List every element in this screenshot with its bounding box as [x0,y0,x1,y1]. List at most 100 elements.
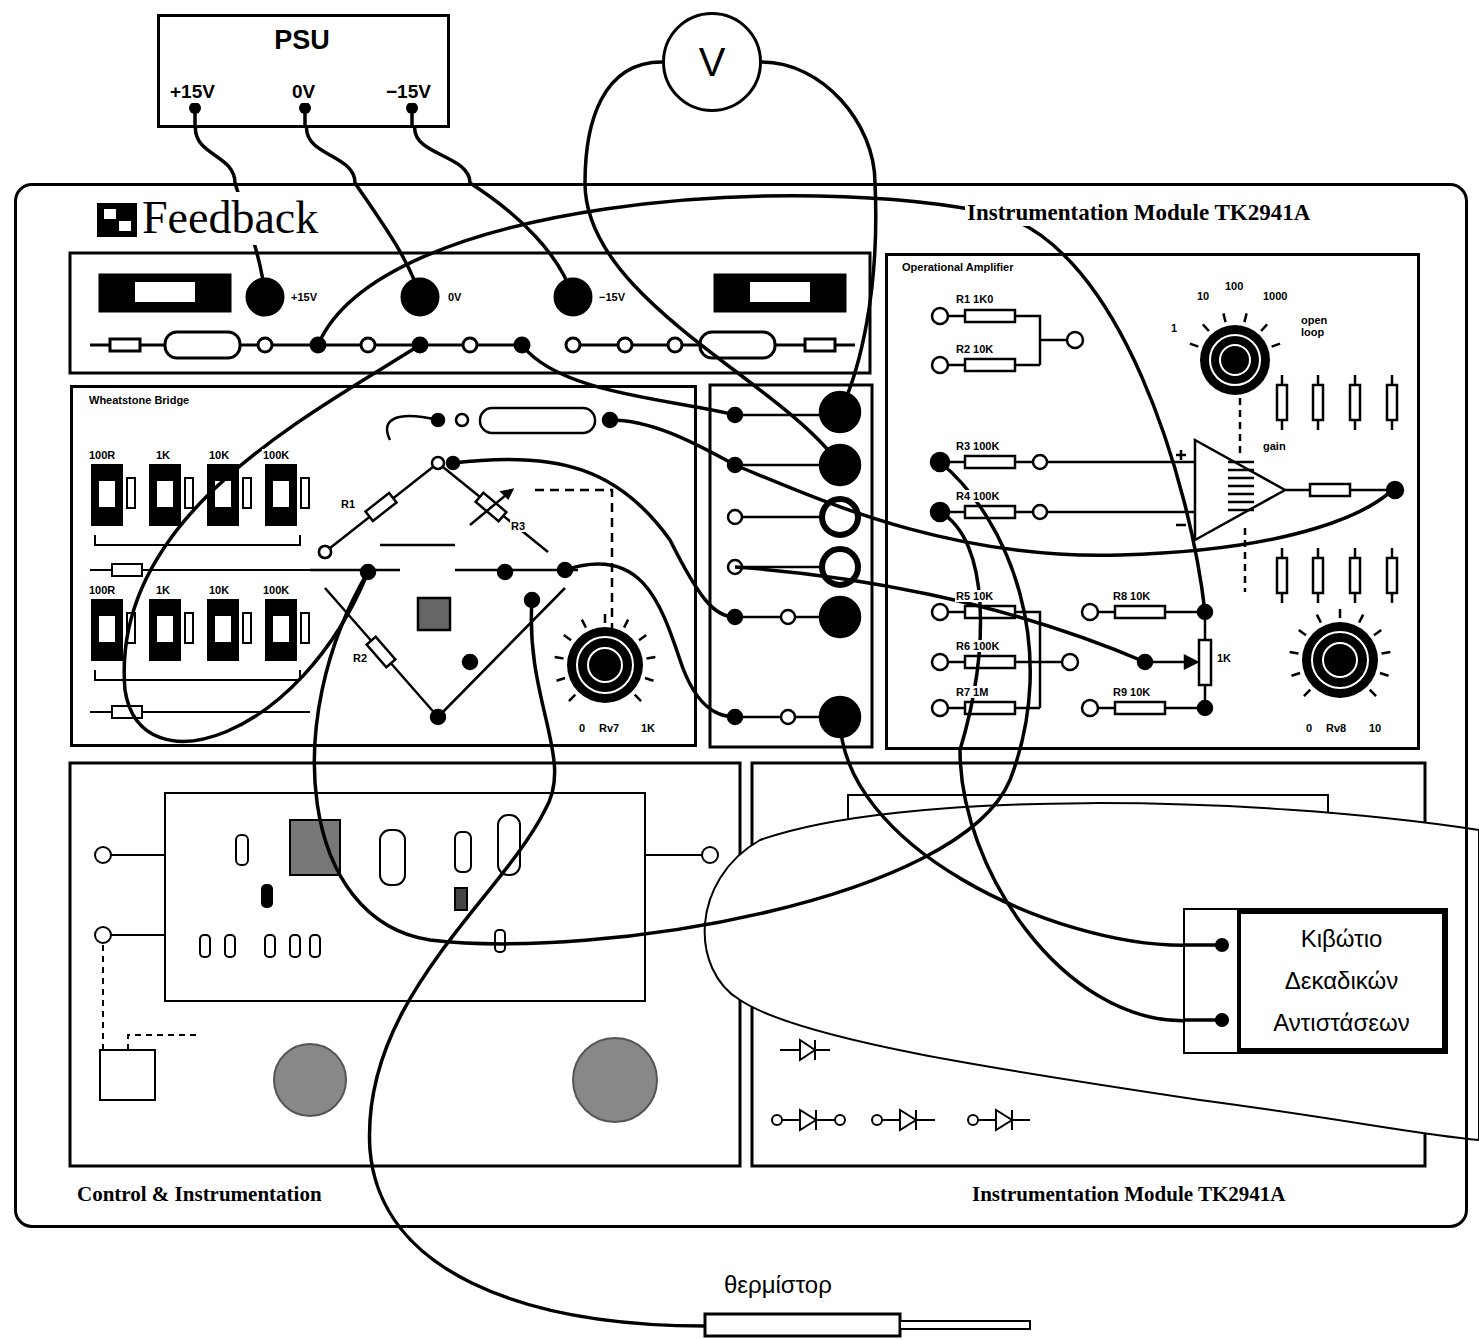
gain-knob [1190,344,1198,347]
terminal-column [728,510,742,524]
component-label: 100R [88,584,116,596]
wire [369,600,705,1326]
component-label: 0V [447,291,462,303]
connecting-wire [585,62,662,183]
panel-outline [710,385,872,747]
component-label: 0 [578,722,586,734]
decade-switch [301,613,309,643]
op-amp-circuit [1350,558,1360,593]
component-label: R2 [352,652,368,664]
potentiometer-knob [1374,630,1381,635]
op-amp-circuit [932,700,948,716]
op-amp-circuit [1313,558,1323,593]
component-label: 10 [1368,722,1382,734]
decade-switch [214,480,232,508]
component-label: Rv7 [598,722,620,734]
op-amp-circuit [932,308,948,324]
lower-panel-detail [872,1115,882,1125]
op-amp-circuit [965,456,1015,468]
bridge-circuit [470,490,512,525]
op-amp-circuit [1033,505,1047,519]
gain-knob [1203,324,1209,331]
lower-panel-detail [835,1115,845,1125]
thermistor-probe [705,1314,1030,1336]
connecting-wire [762,62,875,183]
potentiometer-knob [635,695,641,701]
potentiometer-knob [1370,690,1376,696]
terminal-column [735,415,822,717]
wire [355,183,420,297]
potentiometer-knob [1381,652,1390,653]
power-strip [90,275,855,358]
decade-switch [208,600,238,660]
connecting-wire [415,128,470,183]
potentiometer-knob [564,635,571,640]
component-label: 1000 [1262,290,1288,302]
wire [735,465,1395,555]
component-label: R1 1K0 [955,293,994,305]
panel-outline [70,253,870,373]
bridge-circuit [365,493,396,521]
lower-panel-detail [200,935,210,957]
component-label: R2 10K [955,343,994,355]
wire [735,567,1145,662]
lower-panel-detail [455,832,471,872]
gain-knob [1244,313,1246,322]
op-amp-circuit [1067,332,1083,348]
wire [610,420,735,465]
op-amp-circuit [1115,606,1165,618]
lower-panel-detail [111,855,702,935]
brand-logo [119,221,131,231]
decade-switch [98,480,116,508]
node-text: +15V [168,81,217,103]
potentiometer-knob [1312,632,1368,688]
decade-switch [214,615,232,643]
lower-panel-detail [380,830,405,885]
op-amp-circuit [1282,375,1392,430]
component-label: R5 10K [955,590,994,602]
potentiometer-knob [555,614,656,703]
lower-panel-detail [882,1110,935,1130]
op-amp-circuit [1387,385,1397,420]
power-supply-box: PSU+15V0V−15V [157,14,450,128]
lower-panel-detail [274,1044,346,1116]
power-strip [258,338,272,352]
op-amp-circuit [1228,462,1254,510]
potentiometer-knob [1380,673,1389,676]
hand-outline [705,803,1479,1140]
power-strip [361,338,375,352]
component-label: 100K [262,449,290,461]
lower-panel-detail [495,930,505,952]
potentiometer-knob [1290,609,1391,698]
decade-switch [243,478,251,508]
terminal-column [781,710,795,724]
op-amp-circuit [1277,558,1287,593]
op-amp-circuit [1240,398,1245,592]
op-amp-circuit [932,357,948,373]
decade-switch [266,600,296,660]
bridge-circuit [498,565,512,579]
potentiometer-knob [1291,673,1300,676]
terminal-column [728,392,860,737]
voltmeter-circle: V [662,12,762,112]
connecting-wire [307,128,355,183]
power-strip [750,282,810,302]
decade-terminal [1215,938,1229,1027]
potentiometer-knob [569,695,575,701]
hand-outline [705,803,1479,1140]
decade-switch [301,478,309,508]
gain-knob [1190,313,1280,395]
op-amp-circuit [1310,484,1350,496]
potentiometer-knob [1339,609,1342,618]
module-title: Control & Instrumentation [75,1182,324,1206]
panel-title: Wheatstone Bridge [87,394,191,407]
bridge-circuit [432,414,444,426]
wire [522,345,735,415]
decade-switch [112,564,142,576]
component-label: R8 10K [1112,590,1151,602]
component-label: Rv8 [1325,722,1347,734]
lower-panel-detail [772,1115,782,1125]
potentiometer-knob [556,678,565,681]
decade-box-panel: Κιβώτιο Δεκαδικών Αντιστάσεων [1237,910,1446,1052]
decade-terminal [1215,1013,1229,1027]
